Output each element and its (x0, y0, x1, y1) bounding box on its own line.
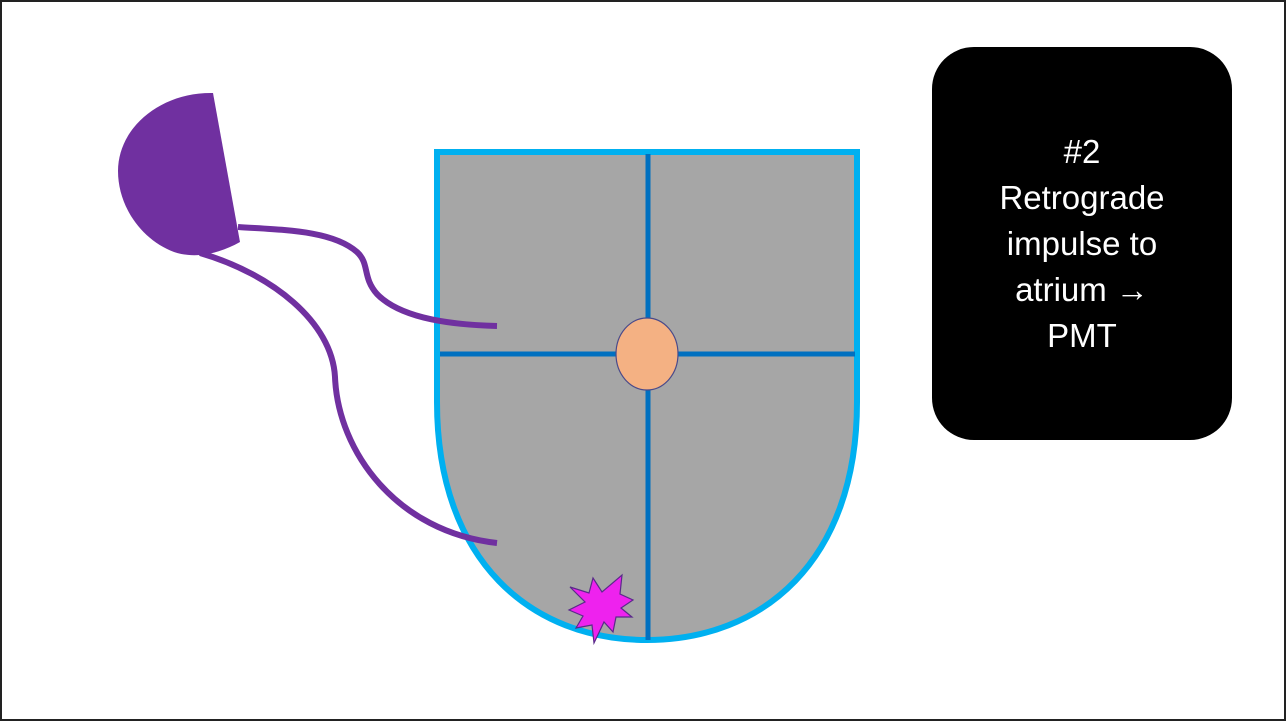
callout-text: #2 Retrograde impulse to atrium → PMT (952, 129, 1212, 359)
callout-line-5: PMT (952, 313, 1212, 359)
callout-line-3: impulse to (952, 221, 1212, 267)
av-node (616, 318, 678, 390)
callout-line-1: #2 (952, 129, 1212, 175)
purple-half-disc-atrium-icon (118, 93, 240, 255)
callout-line-2: Retrograde (952, 175, 1212, 221)
callout-box: #2 Retrograde impulse to atrium → PMT (932, 47, 1232, 440)
callout-line-4: atrium → (952, 267, 1212, 313)
